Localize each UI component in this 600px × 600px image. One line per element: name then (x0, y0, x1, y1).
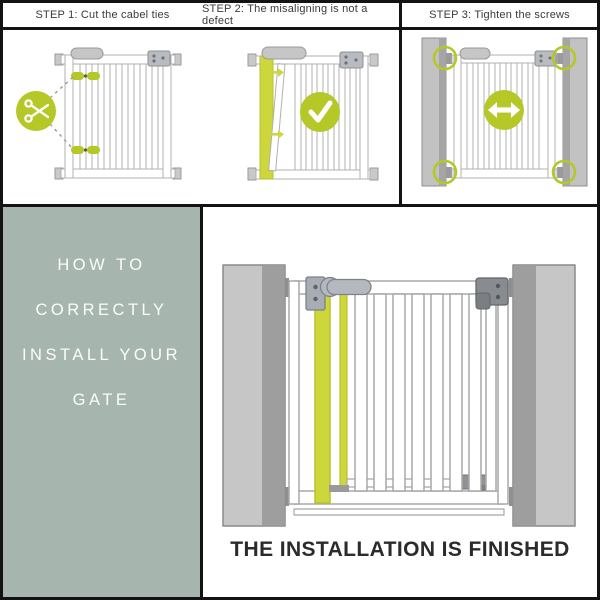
gate-misalignment-drawing (247, 46, 379, 181)
title-line-2: CORRECTLY (35, 301, 168, 319)
alignment-arrow-bottom (266, 130, 284, 139)
gate-handle (70, 47, 103, 60)
cable-ties-top (70, 72, 100, 80)
cable-ties-bottom (70, 146, 100, 154)
installed-gate-drawing (222, 264, 576, 527)
gate-slats (354, 293, 497, 492)
horizontal-arrows-icon (488, 102, 520, 118)
step3-panel: STEP 3: Tighten the screws (402, 3, 597, 207)
main-panel: THE INSTALLATION IS FINISHED (203, 207, 597, 597)
gate-handle (319, 276, 372, 298)
step1-header: STEP 1: Cut the cabel ties (3, 3, 202, 30)
step2-illustration (202, 30, 399, 204)
latch-bar (339, 288, 348, 488)
checkmark-icon (308, 100, 333, 123)
left-wall (222, 264, 286, 527)
step1-illustration (3, 30, 202, 204)
check-badge (300, 92, 340, 132)
step1-panel: STEP 1: Cut the cabel ties (3, 3, 205, 207)
gate-bracket (339, 51, 364, 69)
gate-handle (459, 47, 491, 60)
gate-bracket (534, 50, 557, 67)
title-line-4: GATE (72, 391, 131, 409)
step3-header: STEP 3: Tighten the screws (402, 3, 597, 30)
gate-bracket (147, 50, 170, 67)
finished-caption: THE INSTALLATION IS FINISHED (230, 538, 570, 561)
gate-with-cable-ties-drawing (15, 47, 181, 180)
alignment-arrow-top (266, 68, 284, 77)
gate-between-walls-drawing (421, 37, 588, 187)
misaligned-slat (268, 63, 286, 172)
scissors-icon (23, 99, 49, 123)
step2-header: STEP 2: The misaligning is not a defect (202, 3, 399, 30)
title-line-3: INSTALL YOUR (21, 346, 182, 364)
tension-bar (314, 282, 331, 504)
title-panel: HOW TO CORRECTLY INSTALL YOUR GATE (3, 207, 203, 597)
title-line-1: HOW TO (57, 256, 146, 274)
step2-panel: STEP 2: The misaligning is not a defect (202, 3, 402, 207)
screw-highlight-rings (432, 45, 577, 185)
latch-bracket (475, 277, 509, 310)
right-wall (512, 264, 576, 527)
gate-handle (261, 46, 307, 60)
scissors-badge (15, 91, 56, 131)
tension-bar-foot (329, 485, 349, 492)
step3-illustration (402, 30, 597, 204)
